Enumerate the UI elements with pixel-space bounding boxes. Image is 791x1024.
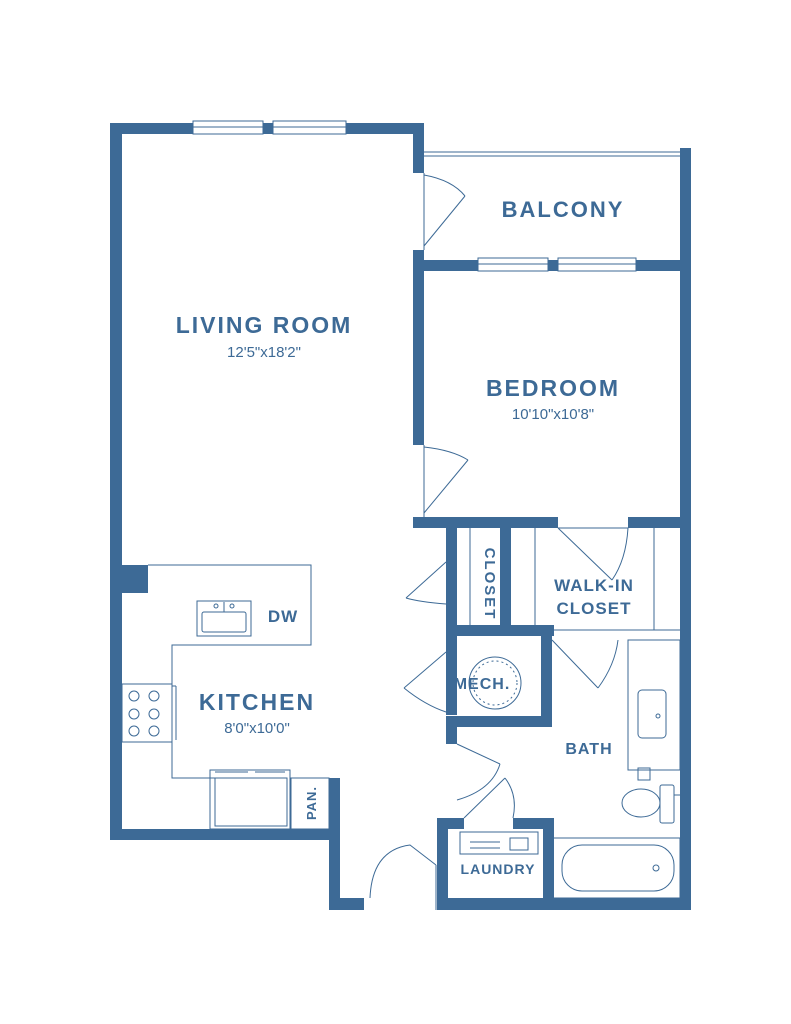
bathtub-icon	[552, 837, 681, 899]
laundry-fixtures	[459, 831, 539, 855]
room-labels: LIVING ROOM 12'5"x18'2" BALCONY BEDROOM …	[176, 197, 634, 877]
windows	[192, 120, 637, 272]
toilet-icon	[621, 784, 680, 824]
kitchen-size: 8'0"x10'0"	[224, 720, 290, 737]
fridge-icon	[209, 769, 291, 830]
living-room-size: 12'5"x18'2"	[227, 344, 301, 361]
sink-icon	[196, 600, 252, 637]
kitchen-fixtures	[121, 564, 330, 830]
kitchen-name: KITCHEN	[199, 689, 315, 715]
door-swings	[369, 173, 629, 910]
washer-icon	[459, 831, 539, 855]
walk-in-closet-line1: WALK-IN	[554, 576, 634, 595]
stove-icon	[121, 683, 173, 743]
dishwasher-label: DW	[268, 607, 298, 626]
bedroom-size: 10'10"x10'8"	[512, 406, 594, 423]
walk-in-shelves	[469, 528, 680, 631]
vanity-outline	[627, 639, 681, 771]
pantry-label: PAN.	[304, 786, 319, 820]
bath-label: BATH	[565, 741, 612, 758]
bath-sink-icon	[637, 689, 667, 739]
pantry-outline	[290, 777, 330, 830]
living-room-name: LIVING ROOM	[176, 312, 353, 338]
closet-label: CLOSET	[481, 548, 498, 621]
walls	[110, 123, 691, 910]
bedroom-name: BEDROOM	[486, 375, 620, 401]
walk-in-closet-line2: CLOSET	[557, 599, 632, 618]
water-heater-icon	[468, 656, 522, 710]
laundry-label: LAUNDRY	[461, 861, 536, 877]
bath-fixtures	[552, 639, 681, 899]
balcony-outline	[424, 151, 680, 157]
balcony-name: BALCONY	[502, 197, 625, 222]
mech-label: MECH.	[454, 676, 511, 693]
